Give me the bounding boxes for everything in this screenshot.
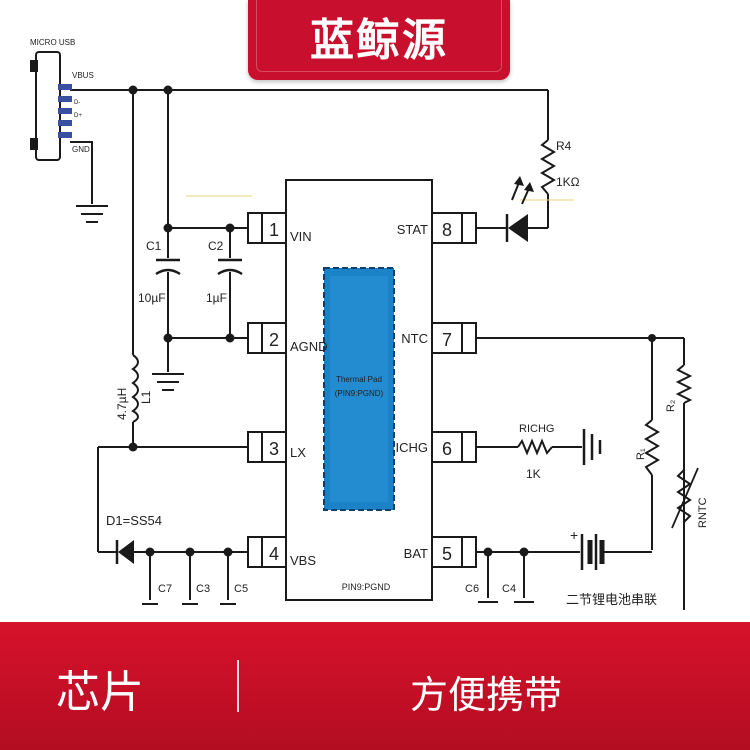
pin-7-name: NTC <box>401 331 428 346</box>
inductor-l1: 4.7µH L1 <box>115 354 153 423</box>
banner-frame <box>256 0 502 72</box>
pin-8: 8 STAT <box>397 212 477 244</box>
pin-6-name: ICHG <box>396 440 429 455</box>
top-banner: 蓝鲸源 <box>248 0 510 80</box>
pin-4-number: 4 <box>269 544 279 564</box>
brand-title: 蓝鲸源 <box>310 15 448 66</box>
footer-bar: 芯片 方便携带 <box>0 622 750 750</box>
c3-label: C3 <box>196 583 210 595</box>
pin-4: 4 VBS <box>247 536 316 568</box>
footer-divider <box>237 660 239 712</box>
pin-7-number: 7 <box>442 330 452 350</box>
pin-3-number: 3 <box>269 439 279 459</box>
c5-label: C5 <box>234 583 248 595</box>
capacitors-bottom-left: C7 C3 C5 <box>142 583 248 605</box>
battery-plus: + <box>570 527 578 543</box>
pin-6: 6 ICHG <box>396 431 477 463</box>
r2-label: R₂ <box>665 400 677 412</box>
resistor-r4: R4 1KΩ <box>540 139 580 195</box>
footer-left-label: 芯片 <box>56 667 144 718</box>
capacitors-bottom-right: C6 C4 <box>465 583 534 603</box>
c2-label: C2 <box>208 239 224 253</box>
pin-3-name: LX <box>290 445 306 460</box>
left-pins: 1 VIN 2 AGND 3 LX 4 VBS <box>247 212 328 568</box>
pin-7: 7 NTC <box>401 322 477 354</box>
pin-dm-label: D- <box>74 100 80 106</box>
pin-5: 5 BAT <box>404 536 477 568</box>
richg-value: 1K <box>526 467 541 481</box>
led-indicator <box>505 176 534 242</box>
rntc-label: RNTC <box>697 497 709 528</box>
capacitor-c2: C2 1µF <box>206 239 243 305</box>
pin-1: 1 VIN <box>247 212 312 244</box>
battery: + 二节锂电池串联 <box>566 527 657 608</box>
l1-value: 4.7µH <box>115 388 129 420</box>
c4-label: C4 <box>502 583 516 595</box>
battery-label: 二节锂电池串联 <box>566 593 657 608</box>
pin-6-number: 6 <box>442 439 452 459</box>
richg-label: RICHG <box>519 423 554 435</box>
c2-value: 1µF <box>206 291 227 305</box>
gnd-label: GND <box>72 145 90 154</box>
l1-label: L1 <box>139 390 153 404</box>
diode-d1: D1=SS54 <box>106 513 162 564</box>
c7-label: C7 <box>158 583 172 595</box>
charger-chip: Thermal Pad (PIN9:PGND) PIN9:PGND <box>285 179 433 601</box>
r4-value: 1KΩ <box>556 175 580 189</box>
junction-dots <box>128 85 656 557</box>
pin-3: 3 LX <box>247 431 306 463</box>
capacitor-c1: C1 10µF <box>138 239 181 305</box>
connector-title: MICRO USB <box>30 38 75 47</box>
pin9-label: PIN9:PGND <box>342 582 391 592</box>
pin-5-number: 5 <box>442 544 452 564</box>
c6-label: C6 <box>465 583 479 595</box>
right-pins: 8 STAT 7 NTC 6 ICHG 5 BAT <box>396 212 477 568</box>
pin-2-name: AGND <box>290 339 328 354</box>
pin-dp-label: D+ <box>74 113 82 119</box>
r1-label: R₁ <box>635 448 647 460</box>
resistor-richg: RICHG 1K <box>517 423 602 481</box>
pin-8-number: 8 <box>442 220 452 240</box>
ntc-network: R₁ R₂ RNTC <box>635 364 709 529</box>
c1-value: 10µF <box>138 291 166 305</box>
pin-2: 2 AGND <box>247 322 328 354</box>
pin-1-name: VIN <box>290 229 312 244</box>
r4-label: R4 <box>556 139 572 153</box>
pin-5-name: BAT <box>404 546 428 561</box>
micro-usb-connector: MICRO USB VBUS GND D- D+ <box>30 38 94 161</box>
d1-label: D1=SS54 <box>106 513 162 528</box>
ground-symbols <box>76 205 184 391</box>
pin-2-number: 2 <box>269 330 279 350</box>
thermal-pad-label: Thermal Pad <box>336 375 382 384</box>
c1-label: C1 <box>146 239 162 253</box>
pin-8-name: STAT <box>397 222 428 237</box>
footer-right-label: 方便携带 <box>410 673 563 717</box>
vbus-label: VBUS <box>72 71 94 80</box>
pin-1-number: 1 <box>269 220 279 240</box>
thermal-pad-pin-label: (PIN9:PGND) <box>335 389 384 398</box>
pin-4-name: VBS <box>290 553 316 568</box>
